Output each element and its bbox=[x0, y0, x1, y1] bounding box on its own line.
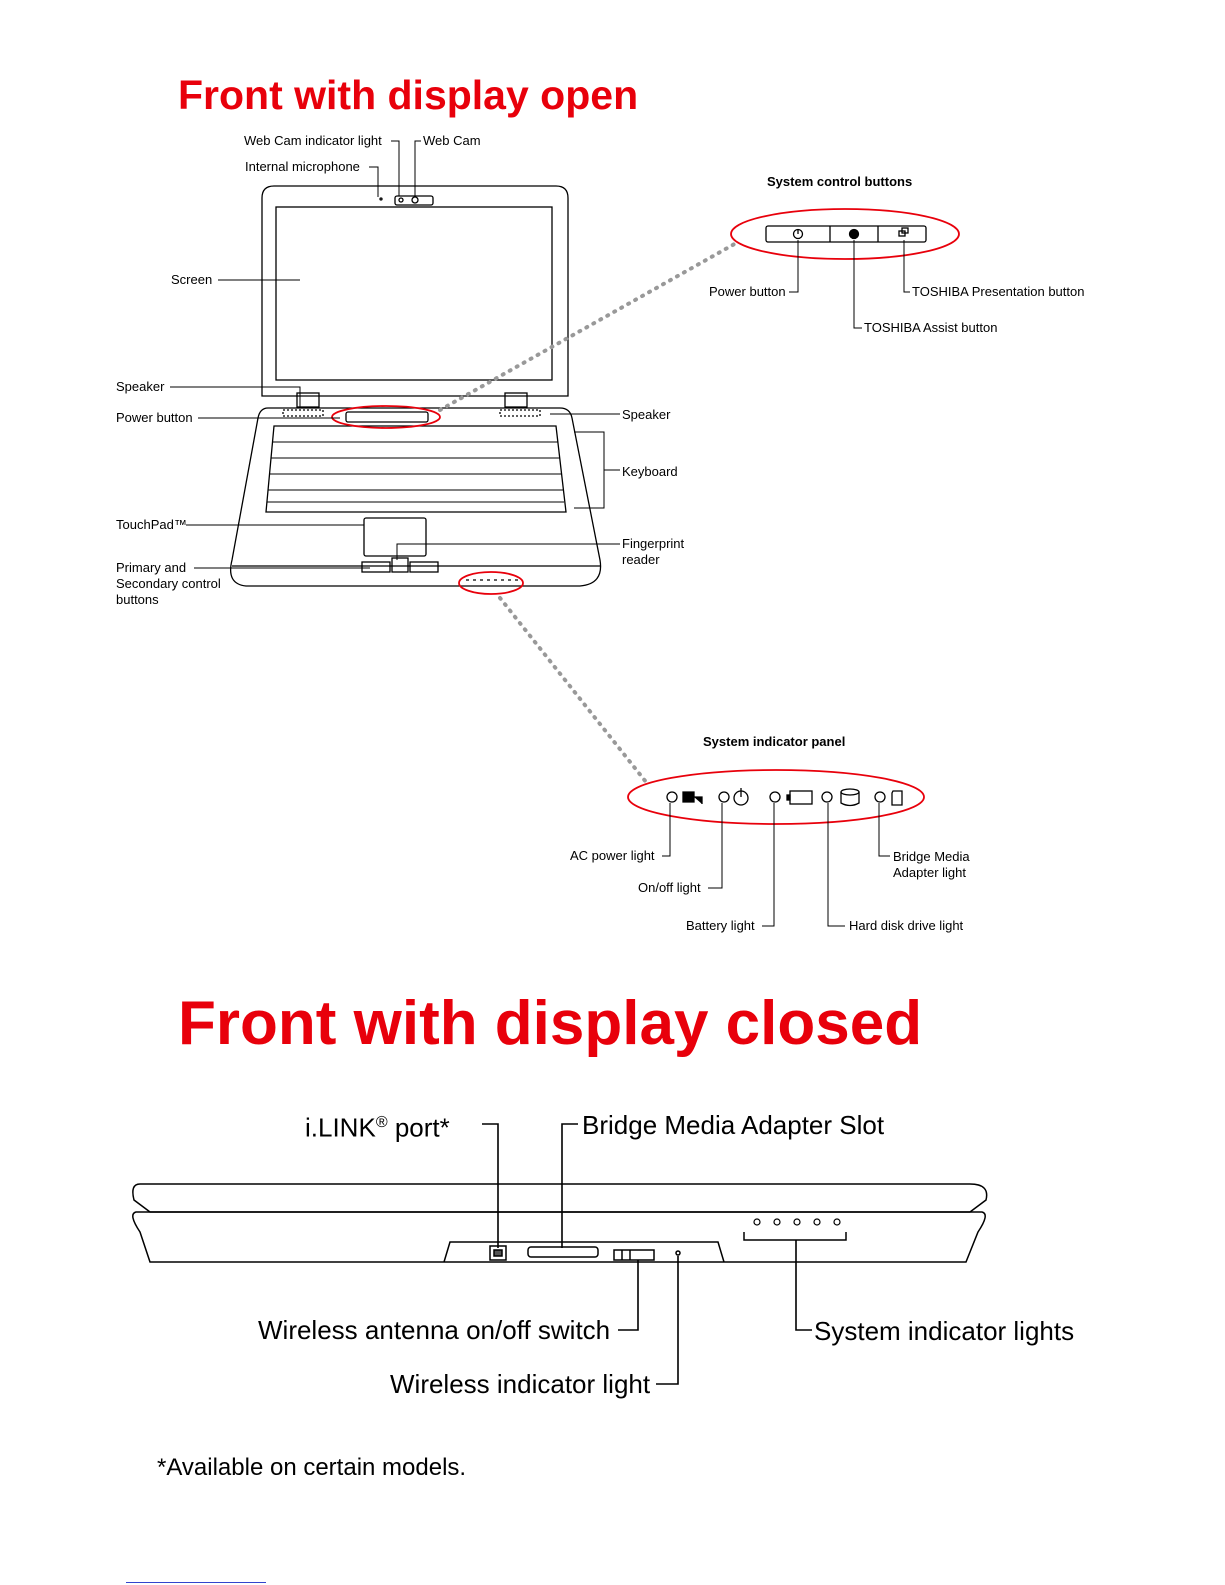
highlight-indicator-strip bbox=[458, 571, 524, 595]
title-system-control-buttons: System control buttons bbox=[767, 174, 913, 189]
fingerprint-sensor bbox=[391, 557, 409, 573]
keyboard-outline bbox=[265, 425, 567, 513]
highlight-indicator-panel bbox=[627, 769, 925, 825]
speaker-grille-left bbox=[282, 409, 324, 417]
assist-icon bbox=[848, 228, 860, 240]
title-system-indicator-panel: System indicator panel bbox=[703, 734, 846, 749]
screen-panel bbox=[275, 206, 553, 381]
label-primary-secondary-buttons: Primary and Secondary control buttons bbox=[116, 560, 221, 607]
ilink-port-text: port* bbox=[387, 1112, 450, 1143]
webcam-lens bbox=[411, 196, 419, 204]
closed-laptop-art bbox=[132, 1183, 988, 1263]
battery-icon bbox=[789, 790, 813, 805]
webcam-bezel bbox=[394, 195, 434, 206]
indicator-panel-icons bbox=[666, 788, 903, 807]
footer-link-underline bbox=[126, 1582, 266, 1583]
closed-lid bbox=[132, 1183, 988, 1213]
label-battery-light: Battery light bbox=[686, 918, 755, 933]
control-buttons-zoom bbox=[765, 225, 927, 243]
label-wireless-antenna-switch: Wireless antenna on/off switch bbox=[258, 1315, 611, 1345]
touchpad bbox=[363, 517, 427, 557]
webcam-indicator-dot bbox=[398, 197, 404, 203]
ac-led bbox=[666, 791, 678, 803]
label-keyboard: Keyboard bbox=[622, 464, 678, 479]
label-screen: Screen bbox=[171, 272, 213, 287]
label-bridge-media-adapter-light: Bridge Media Adapter light bbox=[893, 849, 970, 880]
label-internal-microphone: Internal microphone bbox=[245, 159, 360, 174]
label-onoff-light: On/off light bbox=[638, 880, 701, 895]
ilink-text: i.LINK bbox=[305, 1112, 376, 1143]
label-system-indicator-lights: System indicator lights bbox=[814, 1316, 1075, 1346]
label-touchpad: TouchPad™ bbox=[116, 517, 187, 532]
microphone-hole bbox=[379, 197, 383, 201]
ilink-registered-mark: ® bbox=[375, 1114, 388, 1131]
heading-display-closed: Front with display closed bbox=[178, 989, 923, 1058]
onoff-led bbox=[718, 791, 730, 803]
sd-card-icon bbox=[891, 790, 903, 806]
highlight-control-strip bbox=[331, 405, 441, 429]
label-speaker-left: Speaker bbox=[116, 379, 165, 394]
highlight-control-buttons bbox=[730, 208, 960, 260]
control-strip bbox=[345, 411, 429, 423]
speaker-grille-right bbox=[499, 409, 541, 417]
primary-button bbox=[361, 561, 391, 573]
bridge-media-slot bbox=[527, 1246, 599, 1258]
dotted-connector-bottom bbox=[498, 596, 648, 784]
closed-base bbox=[132, 1211, 986, 1263]
laptop-base bbox=[229, 407, 602, 587]
label-hard-disk-drive-light: Hard disk drive light bbox=[849, 918, 964, 933]
wireless-switch bbox=[613, 1249, 655, 1261]
label-webcam-indicator-light: Web Cam indicator light bbox=[244, 133, 382, 148]
label-ac-power-light: AC power light bbox=[570, 848, 655, 863]
hinge-left bbox=[296, 392, 320, 408]
battery-led bbox=[769, 791, 781, 803]
label-bridge-media-adapter-slot: Bridge Media Adapter Slot bbox=[582, 1110, 885, 1140]
label-toshiba-assist-button: TOSHIBA Assist button bbox=[864, 320, 998, 335]
label-speaker-right: Speaker bbox=[622, 407, 671, 422]
bridge-led bbox=[874, 791, 886, 803]
keyboard-rows bbox=[267, 441, 564, 503]
hdd-icon bbox=[840, 788, 860, 796]
port-panel bbox=[443, 1241, 725, 1263]
label-fingerprint-reader: Fingerprint reader bbox=[622, 536, 685, 567]
ac-plug-icon bbox=[682, 791, 703, 804]
display-lid bbox=[261, 185, 569, 397]
label-control-power-button: Power button bbox=[709, 284, 786, 299]
hdd-led bbox=[821, 791, 833, 803]
closed-indicator-leds bbox=[753, 1218, 841, 1226]
label-power-button: Power button bbox=[116, 410, 193, 425]
wireless-led bbox=[675, 1250, 681, 1256]
secondary-button bbox=[409, 561, 439, 573]
label-wireless-indicator-light: Wireless indicator light bbox=[390, 1369, 651, 1399]
dotted-connector-top bbox=[438, 240, 740, 412]
label-ilink-port: i.LINK® port* bbox=[305, 1108, 450, 1143]
heading-display-open: Front with display open bbox=[178, 72, 639, 118]
indicator-bracket bbox=[743, 1232, 847, 1241]
footnote: *Available on certain models. bbox=[157, 1454, 467, 1481]
label-toshiba-presentation-button: TOSHIBA Presentation button bbox=[912, 284, 1085, 299]
hinge-right bbox=[504, 392, 528, 408]
label-webcam: Web Cam bbox=[423, 133, 481, 148]
